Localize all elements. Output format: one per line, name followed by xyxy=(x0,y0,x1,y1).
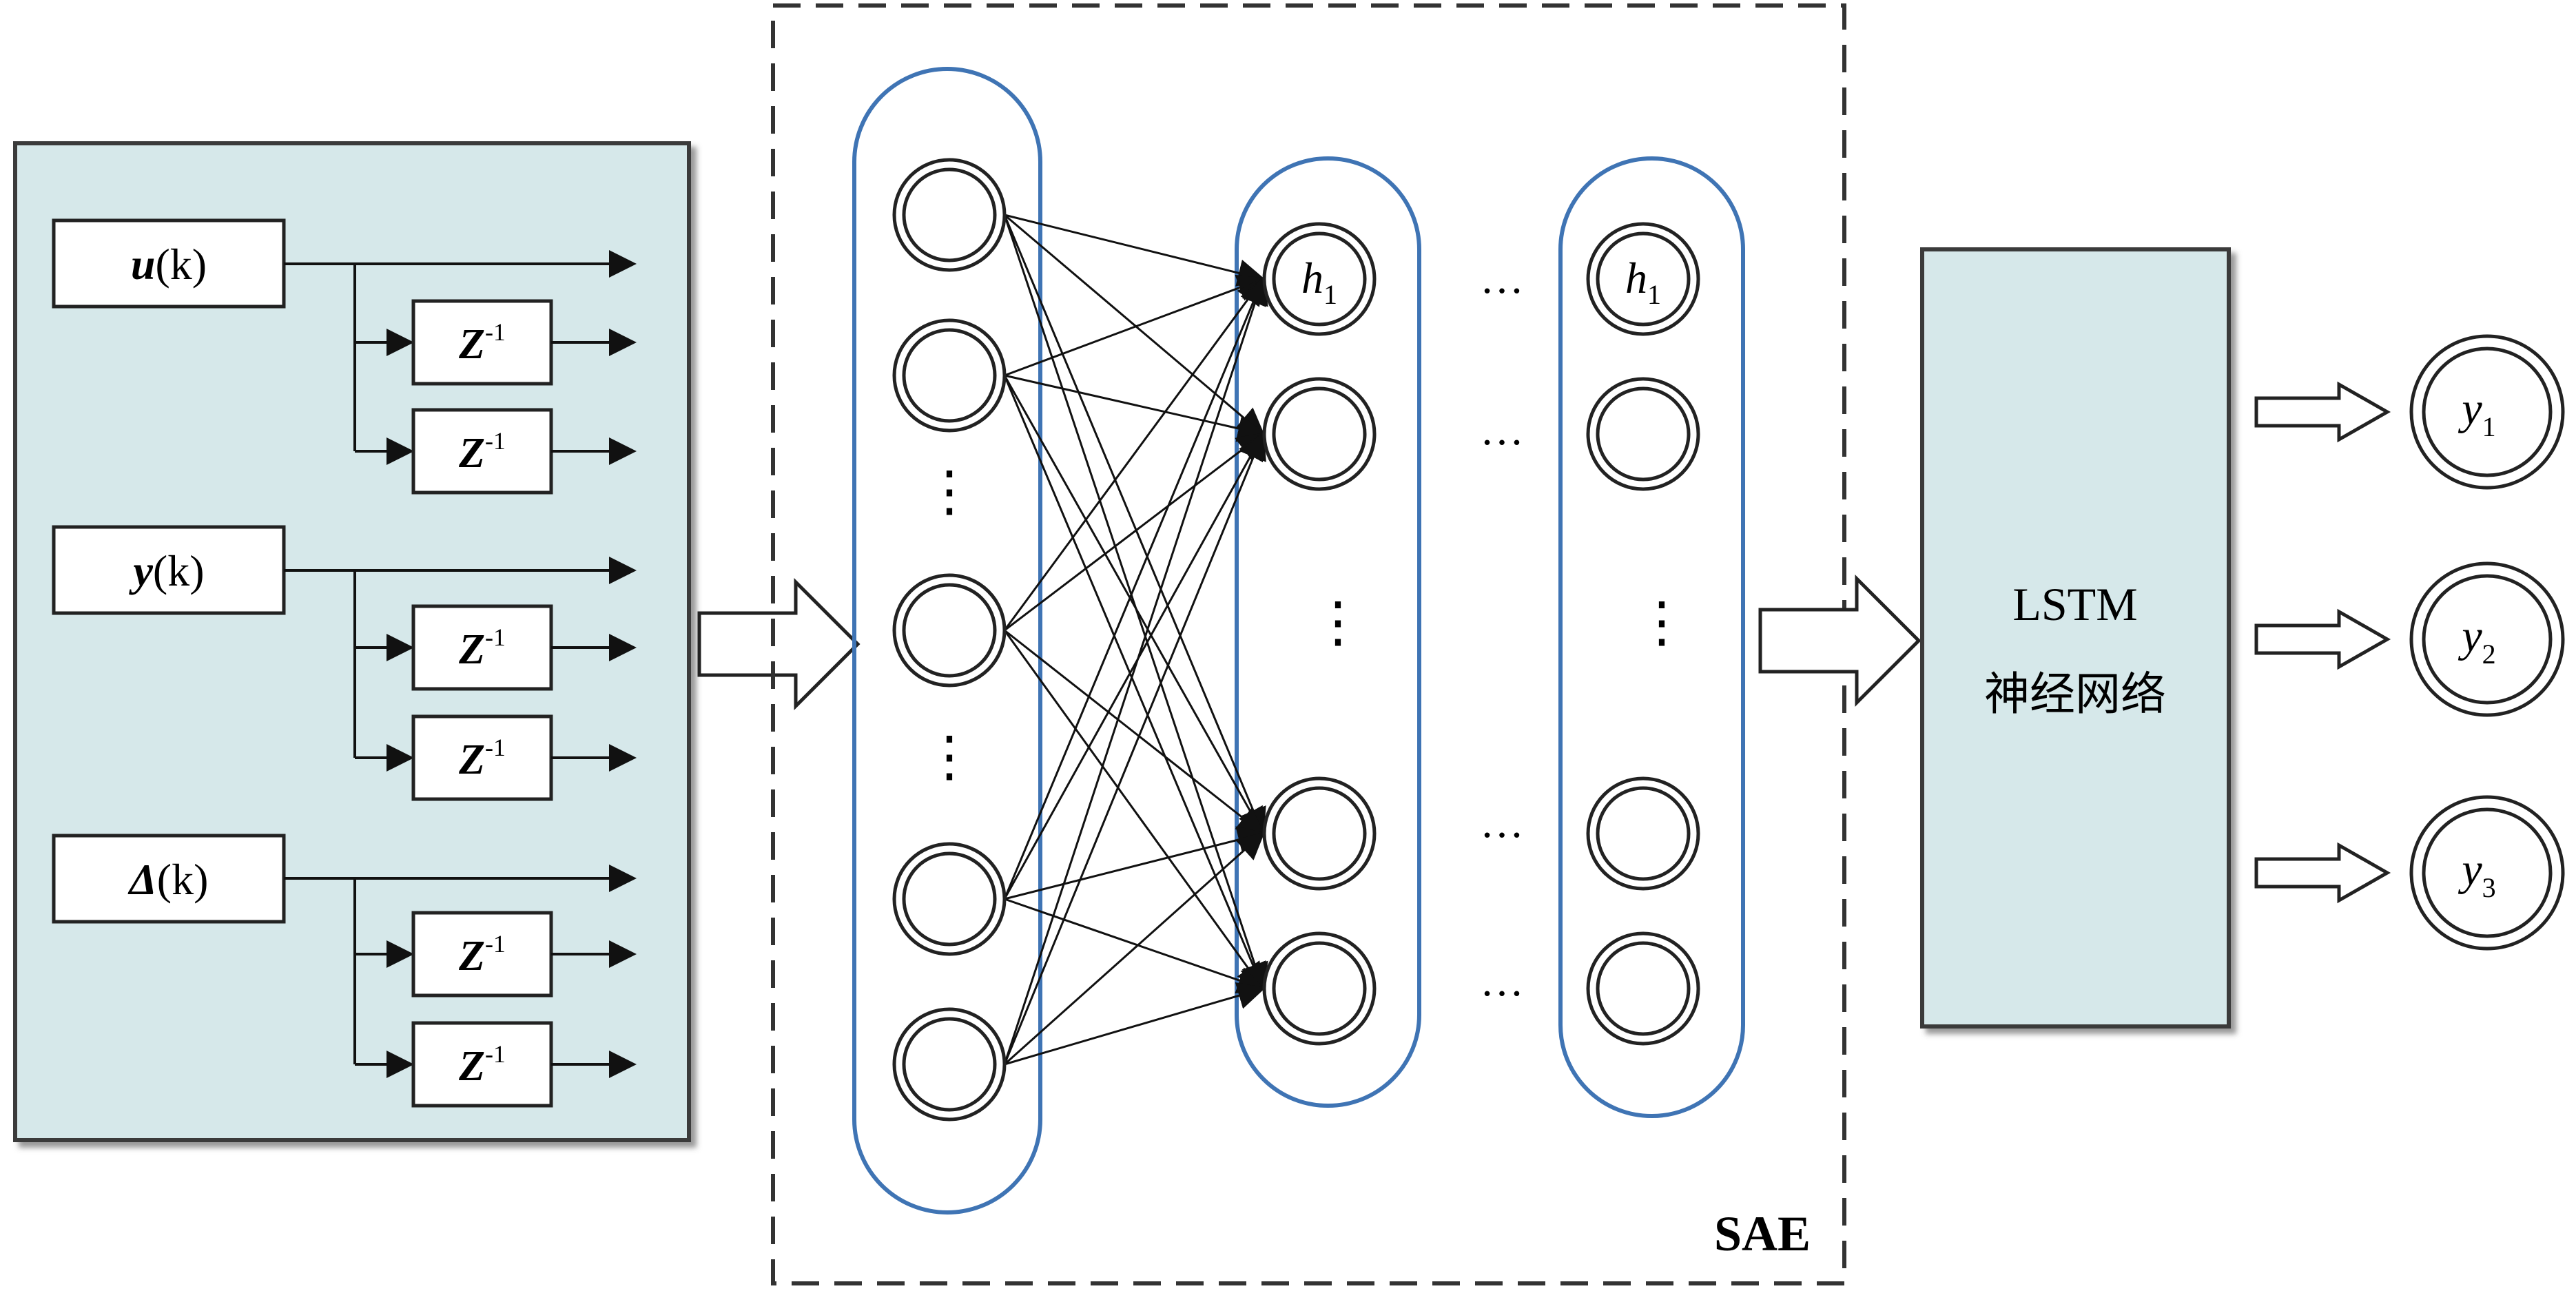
horizontal-ellipsis: … xyxy=(1480,405,1524,454)
delay-label: Z-1 xyxy=(458,623,506,673)
horizontal-ellipsis: … xyxy=(1480,254,1524,302)
connection-line xyxy=(1003,276,1265,631)
hidden-neuron xyxy=(1586,931,1700,1046)
horizontal-ellipsis: … xyxy=(1480,798,1524,847)
connection-line xyxy=(1003,375,1264,836)
connection-line xyxy=(1003,276,1268,1065)
connection-line xyxy=(1004,898,1266,994)
signal-label-y: y(k) xyxy=(128,546,204,595)
svg-text:y1: y1 xyxy=(2457,384,2495,442)
hidden-node-label: h1 xyxy=(1625,254,1661,310)
output-arrow xyxy=(2254,842,2391,904)
output-arrow xyxy=(2254,608,2391,670)
hidden-neuron xyxy=(1262,776,1377,891)
connection-line xyxy=(1004,214,1266,287)
delay-label: Z-1 xyxy=(458,1040,506,1090)
connection-line xyxy=(1003,431,1264,900)
hidden-neuron xyxy=(1586,776,1700,891)
delay-label: Z-1 xyxy=(458,318,506,368)
output-arrow xyxy=(2254,381,2391,443)
horizontal-ellipsis: … xyxy=(1480,956,1524,1005)
delay-box xyxy=(411,1021,553,1108)
hidden-neuron xyxy=(1262,377,1377,491)
input-neuron xyxy=(892,158,1007,272)
hidden-layer-n xyxy=(1558,156,1745,1118)
svg-text:y2: y2 xyxy=(2457,611,2495,670)
vertical-ellipsis: ⋮ xyxy=(922,462,977,522)
hidden-layer-1-nodes xyxy=(1262,222,1377,1046)
layer-connections xyxy=(1003,214,1268,1066)
connection-line xyxy=(1004,274,1266,377)
hidden-layer-n-nodes xyxy=(1586,222,1700,1046)
lstm-subtitle: 神经网络 xyxy=(1984,668,2166,721)
connection-line xyxy=(1004,214,1266,436)
connection-line xyxy=(1004,982,1266,1066)
connection-line xyxy=(1004,826,1266,900)
connection-line xyxy=(1003,431,1266,1065)
sae-block: SAE ⋮ ⋮ ⋮ … … … … ⋮ h1 h1 xyxy=(771,3,1846,1285)
lstm-title: LSTM xyxy=(2012,578,2137,630)
connection-line xyxy=(1004,831,1265,1066)
vertical-ellipsis: ⋮ xyxy=(1310,592,1366,653)
hidden-layer-1 xyxy=(1235,156,1421,1108)
vertical-ellipsis: ⋮ xyxy=(922,727,977,787)
outputs: y1 y2 y3 xyxy=(2254,334,2565,951)
delay-box xyxy=(411,299,553,386)
input-neuron xyxy=(892,1007,1007,1122)
delay-box xyxy=(411,714,553,801)
svg-text:y3: y3 xyxy=(2457,845,2495,903)
signal-box-delta xyxy=(52,834,286,924)
input-neuron xyxy=(892,842,1007,956)
signal-label-u: u(k) xyxy=(131,240,207,289)
delay-box xyxy=(411,604,553,691)
hidden-node-label: h1 xyxy=(1301,254,1337,310)
input-group-u: u(k) Z-1 Z-1 xyxy=(52,218,637,495)
signal-label-delta: Δ(k) xyxy=(127,855,209,904)
connection-line xyxy=(1003,630,1265,991)
input-group-delta: Δ(k) Z-1 Z-1 xyxy=(52,834,637,1108)
hidden-neuron xyxy=(1586,377,1700,491)
connection-line xyxy=(1004,629,1266,836)
input-layer-nodes xyxy=(892,158,1007,1122)
input-panel: u(k) Z-1 Z-1 y(k) Z-1 Z-1 xyxy=(13,141,691,1142)
input-neuron xyxy=(892,318,1007,433)
sae-label: SAE xyxy=(1714,1206,1811,1261)
hidden-neuron xyxy=(1262,222,1377,336)
flow-arrow-sae-to-lstm xyxy=(1758,574,1921,707)
output-node-y1: y1 xyxy=(2409,334,2565,490)
output-node-y3: y3 xyxy=(2409,795,2565,951)
connection-line xyxy=(1004,432,1266,632)
connection-line xyxy=(1004,374,1266,442)
delay-label: Z-1 xyxy=(458,930,506,980)
connection-line xyxy=(1003,214,1268,991)
hidden-neuron xyxy=(1586,222,1700,336)
vertical-ellipsis: ⋮ xyxy=(1634,592,1689,653)
input-group-y: y(k) Z-1 Z-1 xyxy=(52,525,637,801)
input-neuron xyxy=(892,573,1007,688)
flow-arrow-input-to-sae xyxy=(697,577,861,711)
connection-line xyxy=(1003,214,1266,836)
output-node-y2: y2 xyxy=(2409,561,2565,717)
signal-box-u xyxy=(52,218,286,309)
lstm-block: LSTM 神经网络 xyxy=(1920,247,2231,1029)
delay-label: Z-1 xyxy=(458,734,506,783)
connection-line xyxy=(1003,276,1266,900)
delay-label: Z-1 xyxy=(458,427,506,477)
hidden-neuron xyxy=(1262,931,1377,1046)
connection-line xyxy=(1003,375,1266,991)
input-layer xyxy=(852,67,1042,1215)
